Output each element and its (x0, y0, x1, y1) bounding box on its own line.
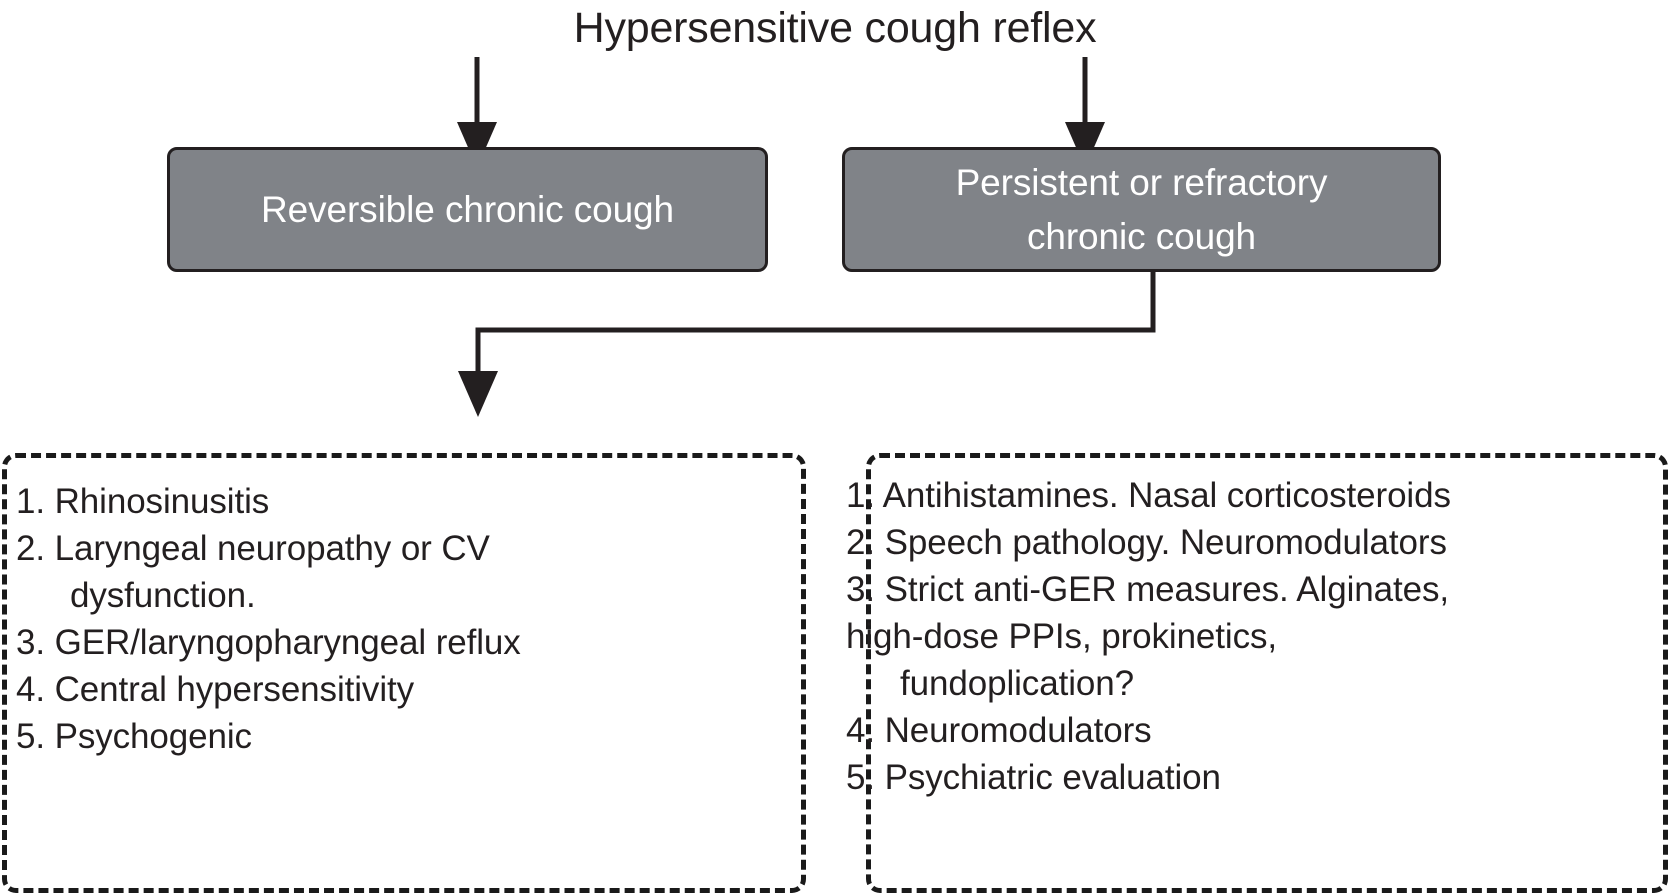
right-list: 1. Antihistamines. Nasal corticosteroids… (846, 472, 1666, 801)
list-item-continuation: fundoplication? (900, 664, 1134, 703)
list-item: 5. Psychogenic (16, 717, 252, 756)
list-item: 3. Strict anti-GER measures. Alginates, (846, 570, 1450, 609)
left-dashed-panel (2, 453, 806, 893)
node-persistent-refractory-chronic-cough-label: Persistent or refractory chronic cough (955, 161, 1328, 257)
list-item-continuation: high-dose PPIs, prokinetics, (846, 617, 1278, 656)
arrow-persistent-to-left-list (458, 272, 1156, 417)
node-reversible-chronic-cough[interactable]: Reversible chronic cough (167, 147, 768, 272)
right-dashed-panel (866, 453, 1668, 893)
list-item: 2. Laryngeal neuropathy or CV dysfunctio… (16, 529, 490, 615)
list-item: 3. GER/laryngopharyngeal reflux (16, 623, 521, 662)
list-item: 4. Central hypersensitivity (16, 670, 415, 709)
left-list: 1. Rhinosinusitis 2. Laryngeal neuropath… (16, 478, 796, 760)
node-reversible-chronic-cough-label: Reversible chronic cough (260, 188, 675, 230)
list-item: 2. Speech pathology. Neuromodulators (846, 523, 1447, 562)
page-title: Hypersensitive cough reflex (573, 4, 1097, 52)
list-item: 5. Psychiatric evaluation (846, 758, 1221, 797)
node-persistent-refractory-chronic-cough[interactable]: Persistent or refractory chronic cough (842, 147, 1441, 272)
list-item: 1. Antihistamines. Nasal corticosteroids (846, 476, 1451, 515)
list-item: 4. Neuromodulators (846, 711, 1152, 750)
list-item: 1. Rhinosinusitis (16, 482, 270, 521)
